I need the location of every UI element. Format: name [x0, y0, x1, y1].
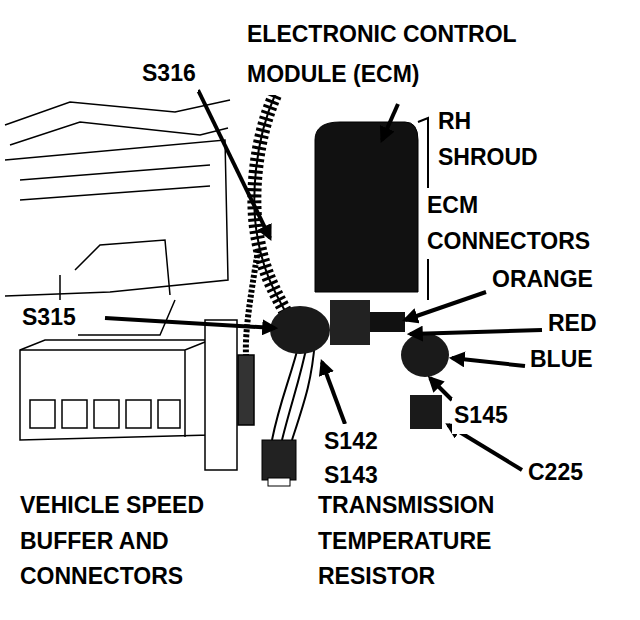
buffer-pin	[62, 400, 87, 428]
panel-rib	[20, 165, 210, 200]
callout-label: C225	[526, 455, 585, 491]
wire	[282, 340, 308, 440]
callout-label: ELECTRONIC CONTROL MODULE (ECM)	[245, 14, 579, 95]
callout-label: S315	[20, 300, 78, 336]
resistor-connector	[262, 440, 296, 480]
callout-label: S142	[322, 424, 380, 460]
leader-line	[452, 358, 525, 366]
ecm-body	[315, 122, 418, 292]
buffer-bracket	[205, 320, 237, 470]
resistor-tab	[268, 478, 290, 486]
harness-bundle	[254, 95, 295, 330]
callout-label: TRANSMISSION TEMPERATURE RESISTOR	[316, 488, 496, 595]
wire	[246, 250, 258, 355]
leader-line	[198, 90, 270, 238]
callout-label: S316	[140, 56, 198, 92]
leader-lines	[105, 90, 542, 470]
wire	[292, 340, 315, 440]
buffer-pin	[94, 400, 119, 428]
leader-line	[322, 362, 345, 424]
callout-label: VEHICLE SPEED BUFFER AND CONNECTORS	[18, 488, 262, 595]
buffer-pin	[126, 400, 151, 428]
ecm-connector	[330, 300, 370, 345]
buffer-edge	[20, 340, 210, 437]
buffer-connector	[238, 355, 254, 425]
callout-label: RED	[546, 306, 599, 342]
dash-structure	[5, 100, 230, 335]
vehicle-speed-buffer	[20, 320, 254, 470]
leader-line	[105, 318, 275, 328]
callout-label: BLUE	[528, 342, 595, 378]
dash-edge	[10, 122, 228, 145]
buffer-housing	[20, 340, 210, 440]
callout-label: S145	[452, 398, 510, 434]
buffer-pin	[158, 400, 180, 428]
callout-label: ECM CONNECTORS	[425, 188, 592, 259]
orange-connector	[370, 312, 405, 332]
leader-line	[382, 104, 398, 140]
blue-connector	[401, 333, 449, 377]
callout-label: ORANGE	[490, 262, 595, 298]
leader-line	[405, 292, 486, 320]
bracket	[75, 240, 170, 295]
dash-edge	[5, 100, 230, 125]
splice-s315	[270, 306, 330, 354]
wire-harness	[246, 95, 315, 440]
callout-label: RH SHROUD	[436, 104, 540, 175]
c225-connector	[410, 395, 442, 429]
ecm	[270, 112, 449, 429]
leader-line	[430, 378, 452, 400]
leader-line	[410, 330, 542, 334]
buffer-pin	[30, 400, 55, 428]
harness-core	[254, 95, 295, 330]
dash-panel	[5, 140, 228, 296]
